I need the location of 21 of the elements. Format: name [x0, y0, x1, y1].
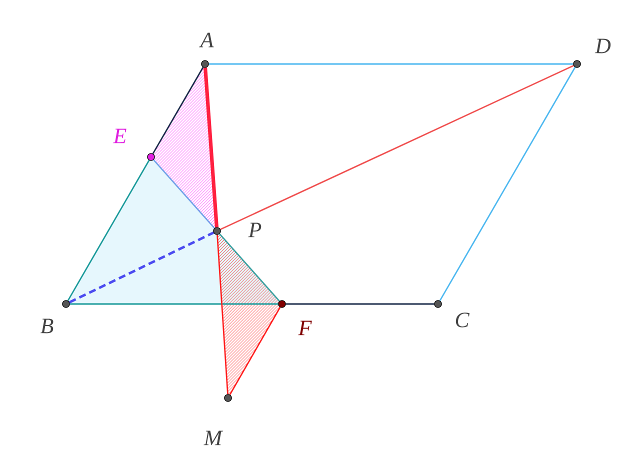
line-segment [286, 303, 434, 305]
point-label: F [298, 320, 312, 336]
line-segment [203, 68, 219, 228]
line-segment [229, 306, 281, 396]
line-segment [439, 66, 576, 302]
line-segment [153, 159, 215, 229]
point-label: C [456, 312, 470, 328]
point-label: P [248, 222, 262, 238]
point-label: A [199, 32, 214, 48]
line-segment [67, 160, 150, 302]
line-segment [208, 63, 574, 65]
point-label: B [40, 318, 54, 334]
line-segment [70, 303, 278, 305]
line-segment [216, 234, 228, 394]
line-segment [220, 64, 574, 230]
line-segment [68, 232, 214, 304]
point-label: E [113, 128, 126, 144]
line-segment [219, 233, 280, 302]
point-label: D [594, 38, 611, 54]
line-segment [152, 66, 204, 154]
point-label: M [204, 430, 224, 446]
